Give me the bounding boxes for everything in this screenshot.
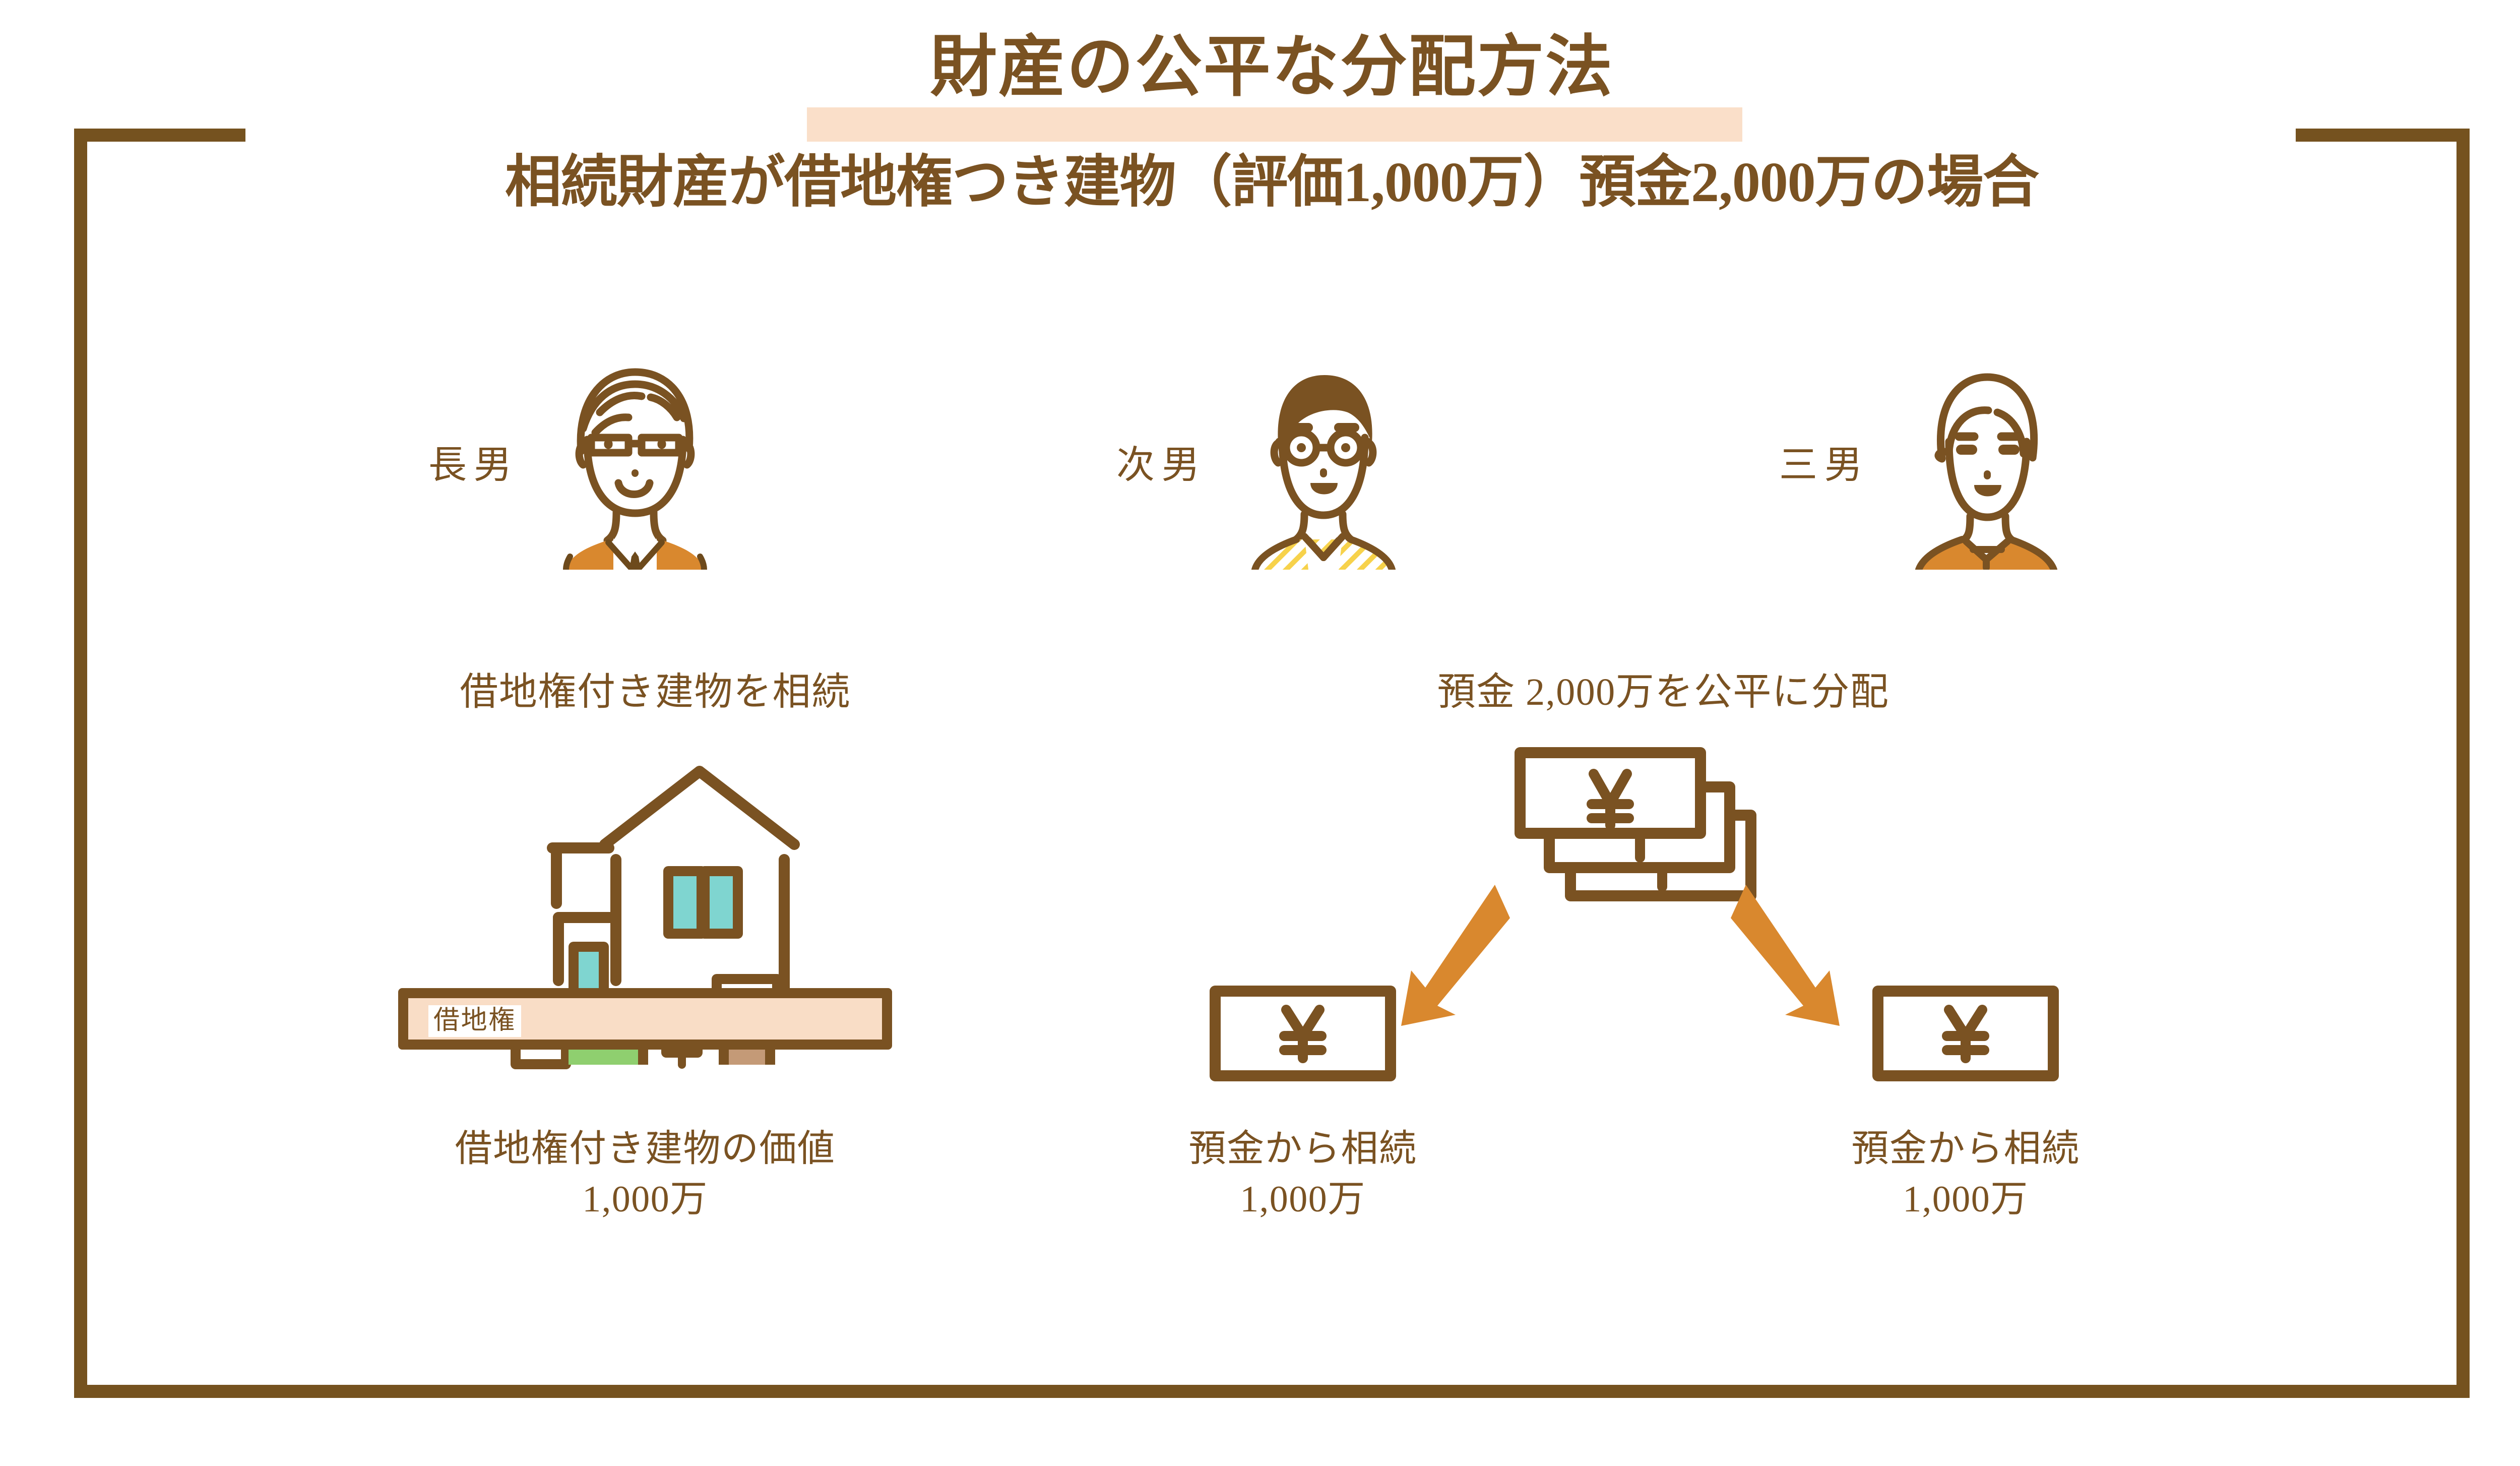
footer-block-3: 預金から相続 1,000万 [1764,1124,2167,1225]
footer-3-line2: 1,000万 [1903,1178,2029,1220]
frame-border-bottom [74,1385,2470,1398]
leasehold-land-plot: 借地権 [398,988,892,1050]
frame-border-right [2456,129,2470,1398]
left-caption-block: 借地権付き建物を相続 [282,660,1028,716]
left-caption: 借地権付き建物を相続 [460,671,851,713]
right-caption-block: 預金 2,000万を公平に分配 [1159,660,2167,716]
page-subtitle: 相続財産が借地権つき建物（評価1,000万）預金2,000万の場合 [505,151,2039,214]
yen-banknote-icon-left [1210,986,1396,1081]
frame-border-top-right [2296,129,2470,142]
arrow-down-left-icon [1391,880,1522,1031]
heir-1-name: 長男 [428,444,519,486]
page-title: 財産の公平な分配方法 [930,30,1614,104]
heir-3-block: 三男 [1779,353,2069,573]
right-caption: 預金 2,000万を公平に分配 [1437,671,1889,713]
footer-2-line2: 1,000万 [1240,1178,1366,1220]
footer-1-line1: 借地権付き建物の価値 [455,1128,836,1170]
footer-block-2: 預金から相続 1,000万 [1101,1124,1504,1225]
man-with-glasses-sweater-avatar [552,353,718,575]
leasehold-land-label: 借地権 [428,1005,521,1037]
footer-1-line2: 1,000万 [582,1178,708,1220]
heir-2-block: 次男 [1116,353,1406,573]
yen-banknote-icon-right [1872,986,2059,1081]
man-polo-shirt-avatar [1903,353,2069,573]
arrow-down-right-icon [1719,880,1850,1031]
heir-2-name: 次男 [1116,444,1207,486]
title-highlight-band [807,107,1742,142]
heir-3-name: 三男 [1779,444,1870,486]
footer-2-line1: 預金から相続 [1188,1128,1417,1170]
frame-border-left [74,129,87,1398]
heir-1-block: 長男 [428,353,718,575]
title-block: 財産の公平な分配方法 [0,24,2520,110]
yen-banknote-stack-icon [1477,739,1759,905]
footer-3-line1: 預金から相続 [1851,1128,2080,1170]
footer-block-1: 借地権付き建物の価値 1,000万 [272,1124,1018,1225]
man-with-round-glasses-striped-shirt-avatar [1240,353,1406,573]
frame-border-top-left [74,129,245,142]
